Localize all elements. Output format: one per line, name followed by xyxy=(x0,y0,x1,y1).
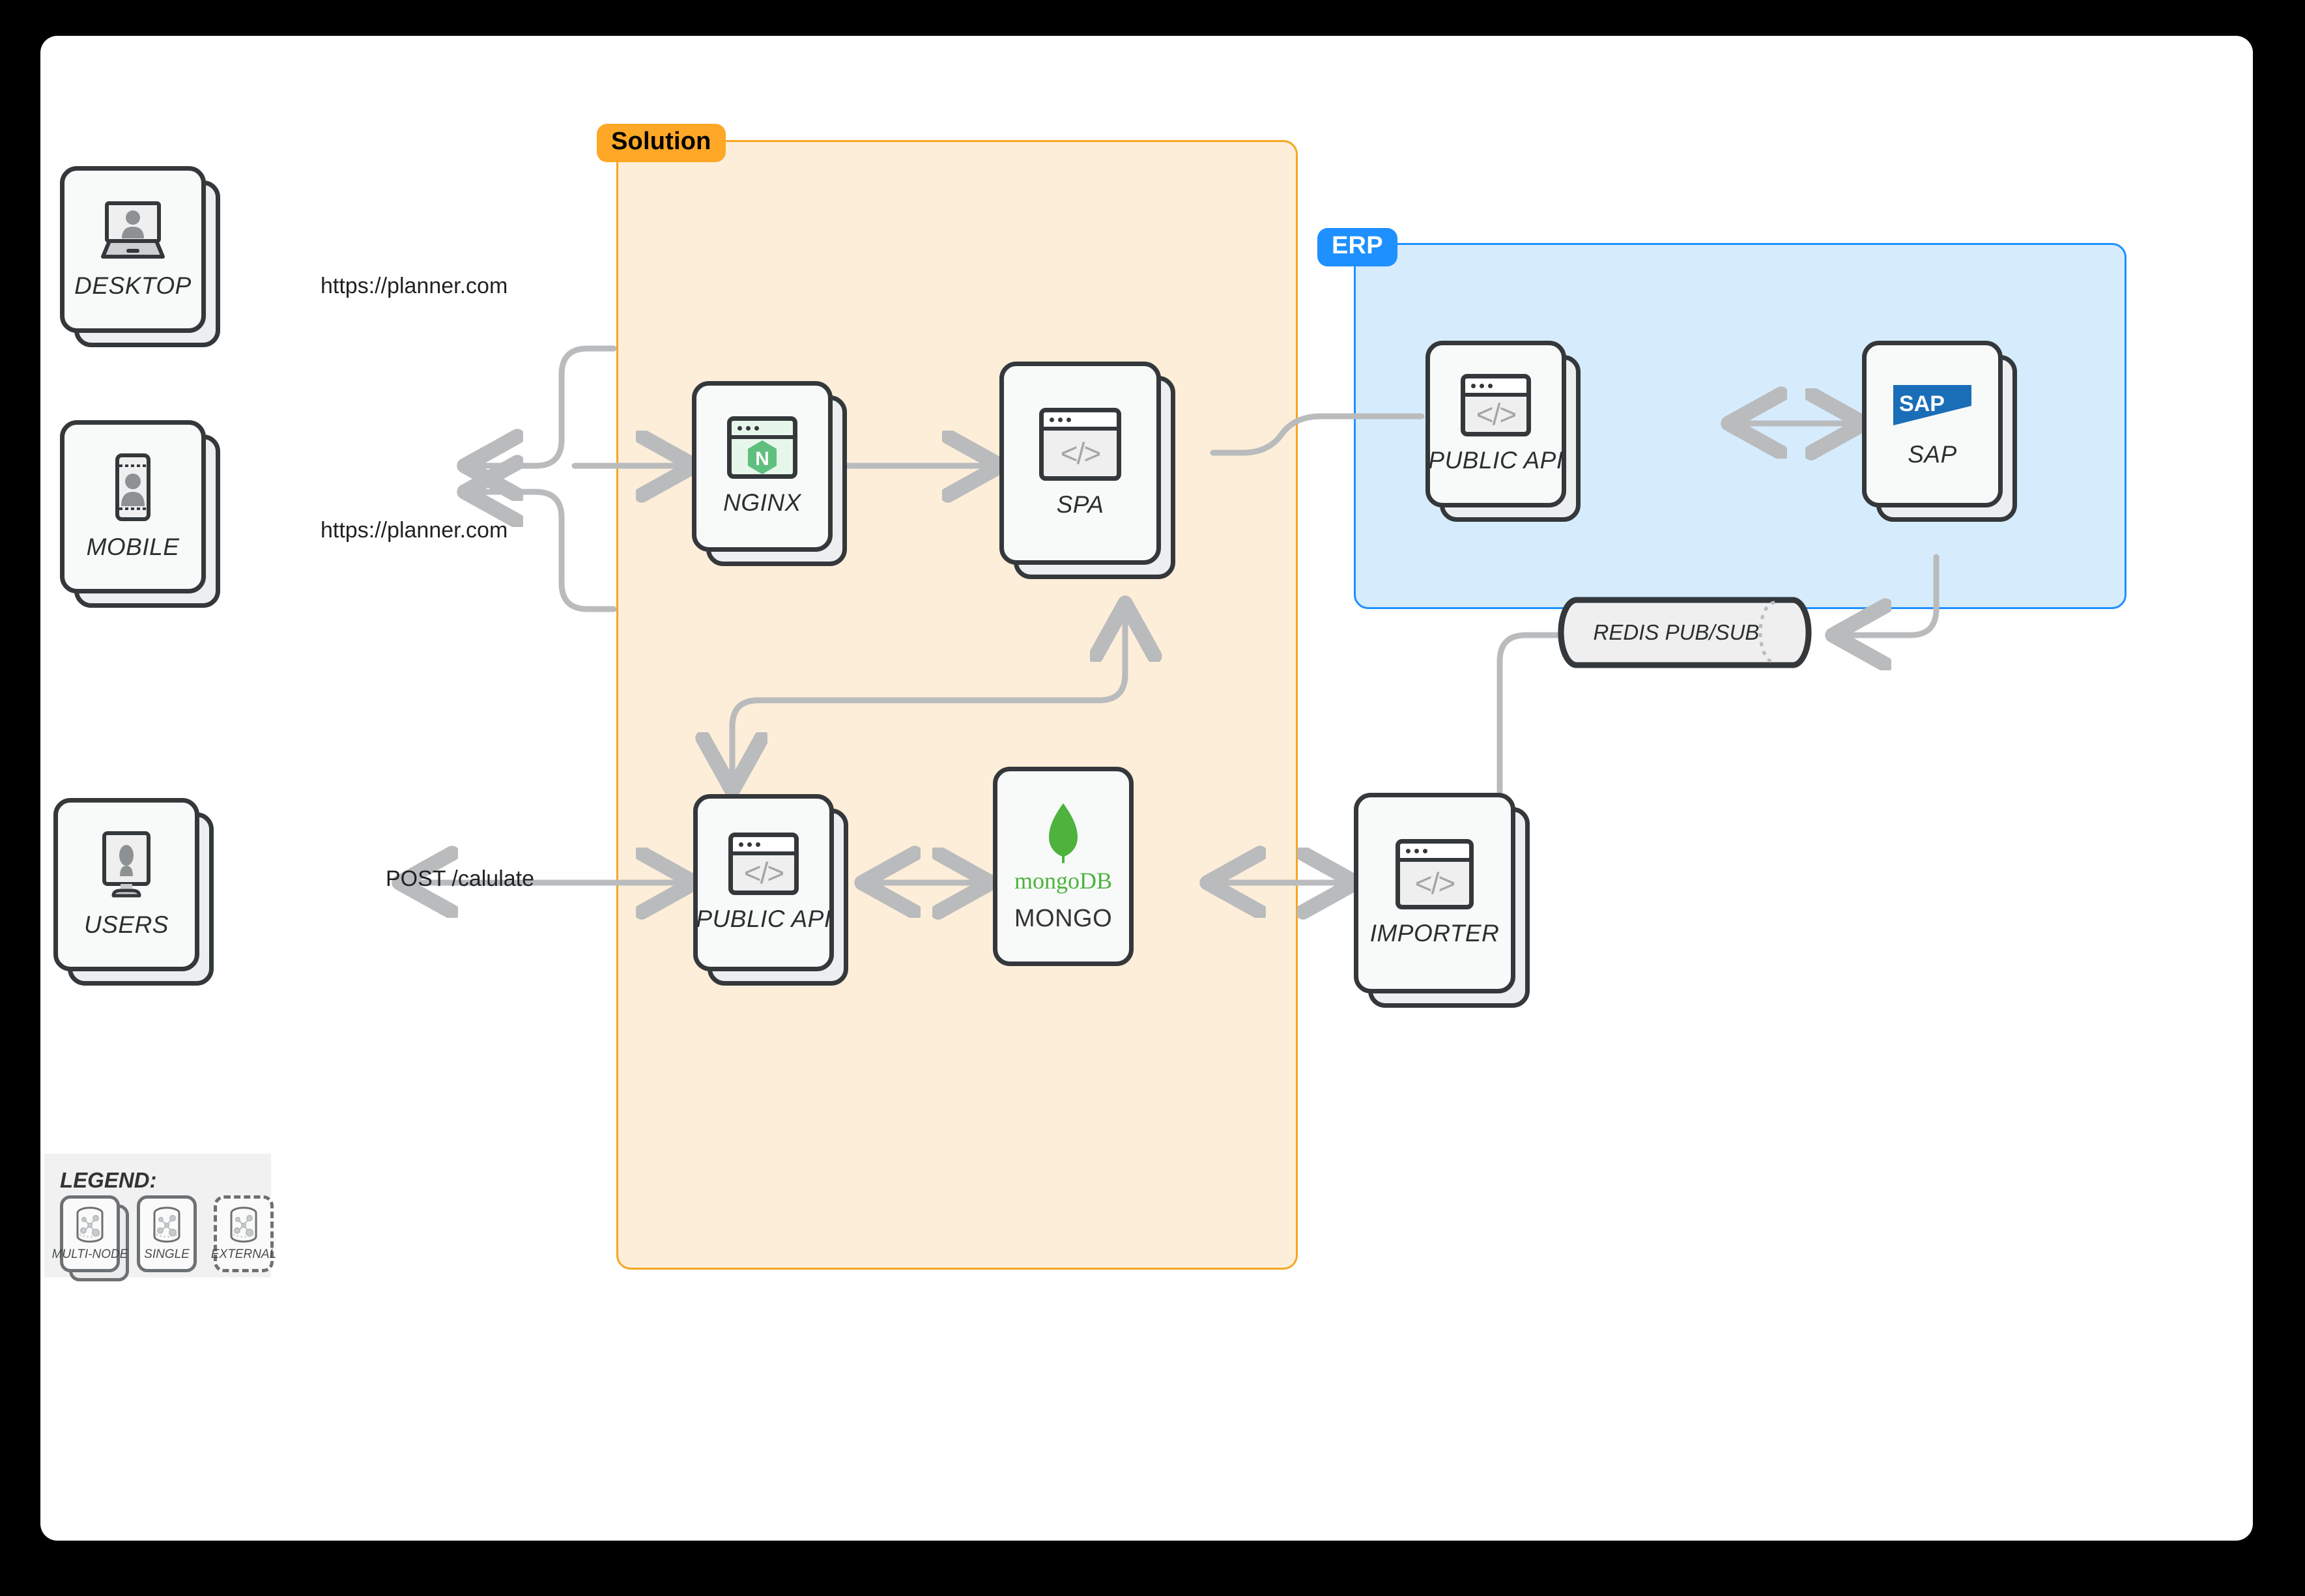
code-glyph: </> xyxy=(1060,436,1101,470)
database-cylinder-icon xyxy=(153,1206,180,1243)
phone-user-icon xyxy=(115,453,150,521)
legend-label: EXTERNAL xyxy=(210,1247,277,1261)
code-window-icon: </> xyxy=(1396,839,1474,909)
group-solution xyxy=(616,140,1298,1270)
code-glyph: </> xyxy=(743,856,784,890)
node-sap[interactable]: SAP SAP xyxy=(1862,341,2017,522)
legend-label: MULTI-NODE xyxy=(51,1247,128,1261)
edge-label-calculate: POST /calulate xyxy=(386,866,535,891)
legend-item-single: SINGLE xyxy=(137,1195,197,1272)
code-window-icon: </> xyxy=(1461,374,1531,436)
group-solution-badge: Solution xyxy=(597,124,726,162)
edge-nginx-to-mobile xyxy=(470,492,617,612)
diagram-canvas: Solution ERP xyxy=(40,36,2253,1541)
node-label: PUBLIC API xyxy=(696,905,831,932)
svg-text:N: N xyxy=(755,448,769,470)
svg-text:SAP: SAP xyxy=(1899,392,1945,416)
node-label: PUBLIC API xyxy=(1428,447,1564,474)
code-window-icon: </> xyxy=(1039,408,1121,481)
legend: LEGEND: xyxy=(44,1154,277,1281)
legend-label: SINGLE xyxy=(144,1247,190,1261)
mongodb-leaf-icon xyxy=(1049,803,1078,863)
legend-title: LEGEND: xyxy=(60,1168,157,1192)
code-window-icon: </> xyxy=(728,833,799,895)
edge-nginx-to-desktop xyxy=(470,345,617,466)
node-spa[interactable]: </> SPA xyxy=(999,362,1175,579)
edge-label-desktop: https://planner.com xyxy=(321,274,508,298)
node-erp-public-api[interactable]: </> PUBLIC API xyxy=(1425,341,1581,522)
node-label: REDIS PUB/SUB xyxy=(1593,620,1760,644)
database-cylinder-icon xyxy=(230,1206,257,1243)
node-label: SPA xyxy=(1056,491,1104,518)
group-erp-badge: ERP xyxy=(1317,228,1397,266)
legend-item-multi-node: MULTI-NODE xyxy=(52,1195,129,1281)
nginx-hexagon-icon: N xyxy=(748,440,777,474)
sap-logo-icon: SAP xyxy=(1893,385,1971,425)
node-mongo[interactable]: mongoDB MONGO xyxy=(993,767,1134,966)
edge-label-mobile: https://planner.com xyxy=(321,518,508,543)
node-label: SAP xyxy=(1908,441,1957,468)
monitor-user-icon xyxy=(102,831,150,898)
node-redis[interactable]: REDIS PUB/SUB xyxy=(1557,596,1812,669)
code-glyph: </> xyxy=(1476,397,1517,431)
node-label: USERS xyxy=(84,911,169,938)
node-label: IMPORTER xyxy=(1369,920,1500,947)
node-desktop[interactable]: DESKTOP xyxy=(60,166,220,347)
node-label: DESKTOP xyxy=(74,272,192,299)
mongodb-wordmark: mongoDB xyxy=(1014,867,1112,894)
node-importer[interactable]: </> IMPORTER xyxy=(1354,793,1530,1008)
edge-importer-to-redis xyxy=(1496,632,1562,795)
node-users[interactable]: USERS xyxy=(53,798,214,986)
node-solution-public-api[interactable]: </> PUBLIC API xyxy=(693,794,848,986)
node-mobile[interactable]: MOBILE xyxy=(60,420,220,608)
nginx-logo-icon: N xyxy=(727,416,797,479)
code-glyph: </> xyxy=(1414,866,1455,900)
database-cylinder-icon xyxy=(76,1206,104,1243)
node-label: NGINX xyxy=(723,489,801,516)
queue-cylinder-icon xyxy=(1558,597,1812,668)
node-nginx[interactable]: N NGINX xyxy=(692,381,847,566)
legend-item-external: EXTERNAL xyxy=(210,1195,277,1272)
node-label: MOBILE xyxy=(86,534,180,560)
laptop-user-icon xyxy=(101,201,165,259)
node-label: MONGO xyxy=(1014,904,1113,932)
